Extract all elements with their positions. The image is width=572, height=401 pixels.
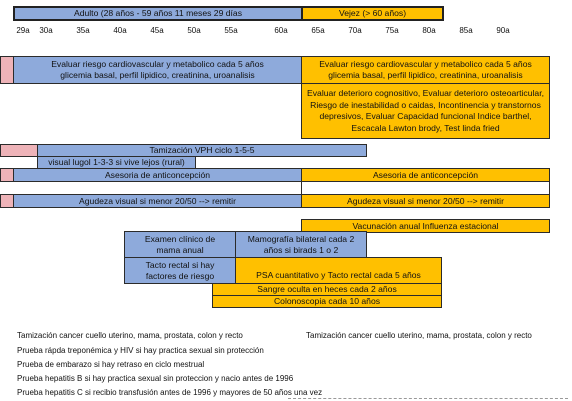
psa-cell: PSA cuantitativo y Tacto rectal cada 5 a… bbox=[235, 257, 442, 284]
age-tick: 35a bbox=[76, 26, 90, 35]
row-marker bbox=[0, 144, 38, 157]
empty-cell bbox=[301, 181, 550, 195]
age-tick: 40a bbox=[113, 26, 127, 35]
age-tick: 55a bbox=[224, 26, 238, 35]
cardio-adult-text: Evaluar riesgo cardiovascular y metaboli… bbox=[51, 59, 264, 80]
colonoscopy-text: Colonoscopia cada 10 años bbox=[273, 296, 381, 306]
visual-elder-text: Agudeza visual si menor 20/50 --> remiti… bbox=[347, 195, 504, 206]
note-line: Prueba hepatitis B si hay practica sexua… bbox=[17, 374, 294, 383]
lugol-text: visual lugol 1-3-3 si vive lejos (rural) bbox=[48, 157, 185, 167]
cardio-elder-text: Evaluar riesgo cardiovascular y metaboli… bbox=[319, 59, 532, 80]
mammo-cell: Mamografía bilateral cada 2 años si bira… bbox=[235, 231, 367, 258]
age-tick: 65a bbox=[311, 26, 325, 35]
geriatric-cell: Evaluar deterioro cognositivo, Evaluar d… bbox=[301, 83, 550, 139]
age-tick: 80a bbox=[422, 26, 436, 35]
elder-header-label: Vejez (> 60 años) bbox=[338, 8, 407, 18]
row-marker bbox=[0, 168, 14, 182]
cardio-adult-cell: Evaluar riesgo cardiovascular y metaboli… bbox=[13, 56, 302, 84]
visual-adult-text: Agudeza visual si menor 20/50 --> remiti… bbox=[79, 195, 236, 206]
bottom-rule bbox=[288, 398, 568, 399]
age-tick: 30a bbox=[39, 26, 53, 35]
vph-cell: Tamización VPH ciclo 1-5-5 bbox=[37, 144, 367, 157]
note-line: Prueba de embarazo si hay retraso en cic… bbox=[17, 360, 205, 369]
breast-exam-text: Examen clínico de mama anual bbox=[144, 233, 216, 255]
vph-text: Tamización VPH ciclo 1-5-5 bbox=[149, 145, 255, 155]
anticon-adult-text: Asesoria de anticoncepción bbox=[104, 169, 211, 180]
psa-text: PSA cuantitativo y Tacto rectal cada 5 a… bbox=[256, 270, 421, 280]
adult-header-label: Adulto (28 años - 59 años 11 meses 29 dí… bbox=[73, 8, 242, 18]
note-line: Prueba hepatitis C si recibio transfusió… bbox=[17, 388, 323, 397]
visual-elder-cell: Agudeza visual si menor 20/50 --> remiti… bbox=[301, 194, 550, 208]
row-marker bbox=[0, 56, 14, 84]
age-tick: 50a bbox=[187, 26, 201, 35]
age-tick: 90a bbox=[496, 26, 510, 35]
rectal-text: Tacto rectal si hay factores de riesgo bbox=[145, 259, 215, 281]
note-line: Tamización cancer cuello uterino, mama, … bbox=[17, 331, 243, 340]
note-line: Prueba rápda treponémica y HIV si hay pr… bbox=[17, 346, 264, 355]
flu-text: Vacunación anual Influenza estacional bbox=[352, 220, 499, 231]
anticon-elder-text: Asesoria de anticoncepción bbox=[372, 169, 479, 180]
age-tick: 60a bbox=[274, 26, 288, 35]
flu-cell: Vacunación anual Influenza estacional bbox=[301, 219, 550, 233]
colonoscopy-cell: Colonoscopia cada 10 años bbox=[212, 295, 442, 308]
geriatric-text: Evaluar deterioro cognositivo, Evaluar d… bbox=[307, 88, 544, 133]
age-tick: 70a bbox=[348, 26, 362, 35]
cardio-elder-cell: Evaluar riesgo cardiovascular y metaboli… bbox=[301, 56, 550, 84]
anticon-adult-cell: Asesoria de anticoncepción bbox=[13, 168, 302, 182]
anticon-elder-cell: Asesoria de anticoncepción bbox=[301, 168, 550, 182]
row-marker bbox=[0, 194, 14, 208]
elder-header: Vejez (> 60 años) bbox=[301, 6, 444, 21]
rectal-cell: Tacto rectal si hay factores de riesgo bbox=[124, 257, 236, 284]
age-tick: 85a bbox=[459, 26, 473, 35]
age-tick: 75a bbox=[385, 26, 399, 35]
visual-adult-cell: Agudeza visual si menor 20/50 --> remiti… bbox=[13, 194, 302, 208]
mammo-text: Mamografía bilateral cada 2 años si bira… bbox=[247, 233, 355, 255]
adult-header: Adulto (28 años - 59 años 11 meses 29 dí… bbox=[13, 6, 303, 21]
age-tick: 45a bbox=[150, 26, 164, 35]
fecal-text: Sangre oculta en heces cada 2 años bbox=[257, 284, 397, 294]
note-right: Tamización cancer cuello uterino, mama, … bbox=[306, 331, 532, 340]
breast-exam-cell: Examen clínico de mama anual bbox=[124, 231, 236, 258]
age-tick: 29a bbox=[16, 26, 30, 35]
